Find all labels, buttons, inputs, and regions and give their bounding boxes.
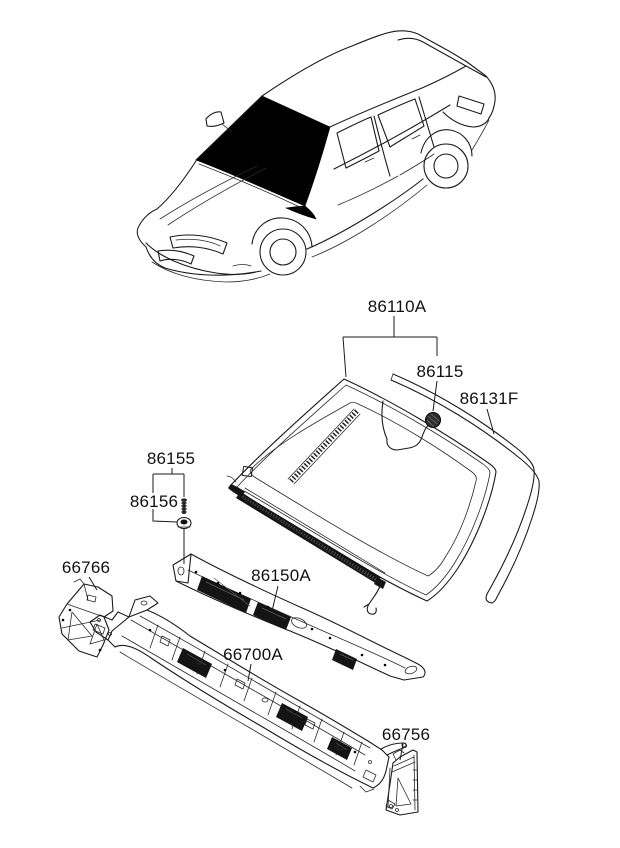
part-label-66700A[interactable]: 66700A xyxy=(223,645,283,664)
screw-glyph xyxy=(181,498,187,514)
callout-86155-bracket xyxy=(152,468,185,523)
label-backplate xyxy=(129,493,179,509)
cowl-side-panel-right: 66756 xyxy=(382,725,430,816)
sensor-window-marker xyxy=(241,465,254,478)
mirror-button xyxy=(425,412,441,428)
callout-66766-leader xyxy=(88,576,98,591)
callout-86150A-leader xyxy=(271,585,279,612)
vehicle-overview-sketch xyxy=(136,30,496,283)
windshield-molding xyxy=(390,373,540,604)
callout-66700A-leader xyxy=(247,663,252,682)
callout-86110A: 86110A xyxy=(342,297,438,378)
fastener-group: 86155 86156 xyxy=(129,449,195,564)
callout-86115: 86115 xyxy=(416,362,463,412)
callout-86131F-leader xyxy=(486,408,495,435)
edge-shade-strip xyxy=(287,408,361,485)
mirror-mount-recess xyxy=(381,400,436,451)
bottom-dam-band xyxy=(226,475,386,589)
grille-rivets xyxy=(194,570,387,667)
callout-86131F: 86131F xyxy=(460,389,519,435)
part-label-66766[interactable]: 66766 xyxy=(62,558,110,577)
part-label-86156[interactable]: 86156 xyxy=(130,492,178,511)
grommet-glyph xyxy=(176,516,192,530)
cowl-complete-panel: 66700A xyxy=(89,595,407,793)
part-label-66756[interactable]: 66756 xyxy=(382,725,430,744)
callout-86110A-bracket xyxy=(342,316,438,378)
cowl-side-panel-left: 66766 xyxy=(58,558,114,658)
cowl-top-grille: 86150A xyxy=(172,553,426,681)
part-label-86150A[interactable]: 86150A xyxy=(251,566,311,585)
frit-border-line xyxy=(249,401,477,577)
connector-wire xyxy=(363,585,381,615)
callout-86115-leader xyxy=(432,380,438,412)
windshield-glass xyxy=(226,378,497,615)
part-label-86155[interactable]: 86155 xyxy=(147,449,195,468)
highlighted-cowl-area xyxy=(284,205,317,220)
part-label-86115[interactable]: 86115 xyxy=(416,362,463,381)
part-label-86110A[interactable]: 86110A xyxy=(368,297,427,316)
part-label-86131F[interactable]: 86131F xyxy=(460,389,519,408)
